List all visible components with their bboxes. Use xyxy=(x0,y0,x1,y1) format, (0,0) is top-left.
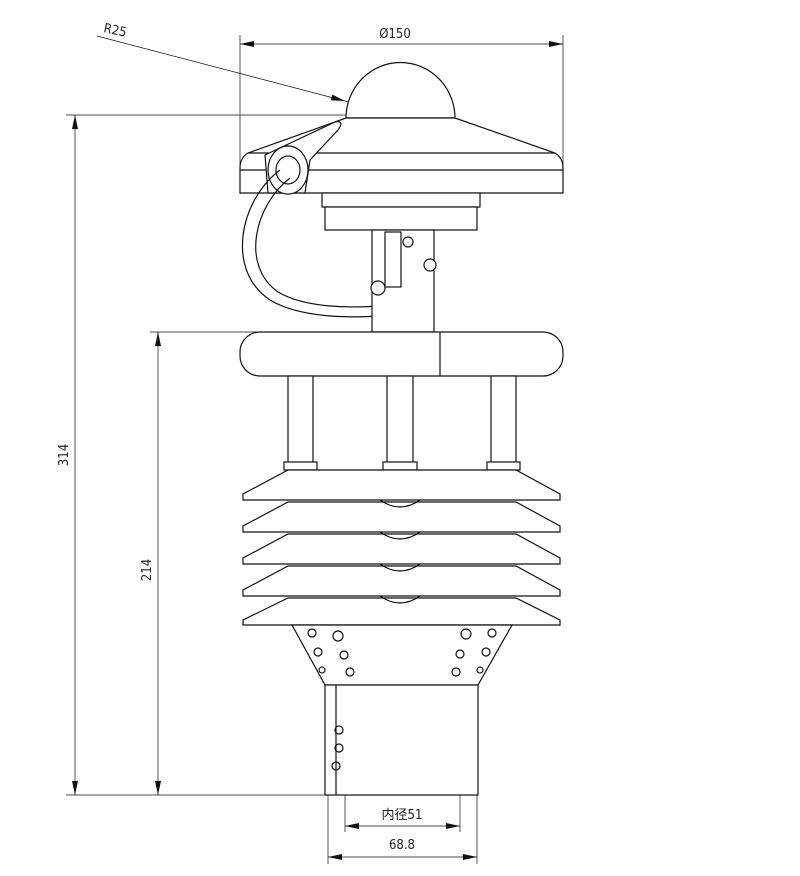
inner-diameter-label: 内径51 xyxy=(382,807,423,823)
radius-label: R25 xyxy=(102,21,128,40)
total-height-dimension: 314 xyxy=(57,114,400,796)
cable xyxy=(241,169,381,318)
support-posts xyxy=(283,375,521,471)
lower-height-label: 214 xyxy=(140,559,155,581)
middle-ring xyxy=(239,331,564,377)
total-height-label: 314 xyxy=(57,444,72,466)
diameter-label: Ø150 xyxy=(379,27,411,42)
base-tube xyxy=(290,624,514,796)
outer-diameter-label: 68.8 xyxy=(389,838,415,853)
sensor-cap xyxy=(239,61,564,195)
radiation-shield-louvers xyxy=(242,469,561,626)
inner-diameter-dimension: 内径51 xyxy=(344,795,461,832)
mount-bracket xyxy=(321,192,481,333)
outer-diameter-dimension: 68.8 xyxy=(327,795,478,864)
dome xyxy=(345,61,456,119)
